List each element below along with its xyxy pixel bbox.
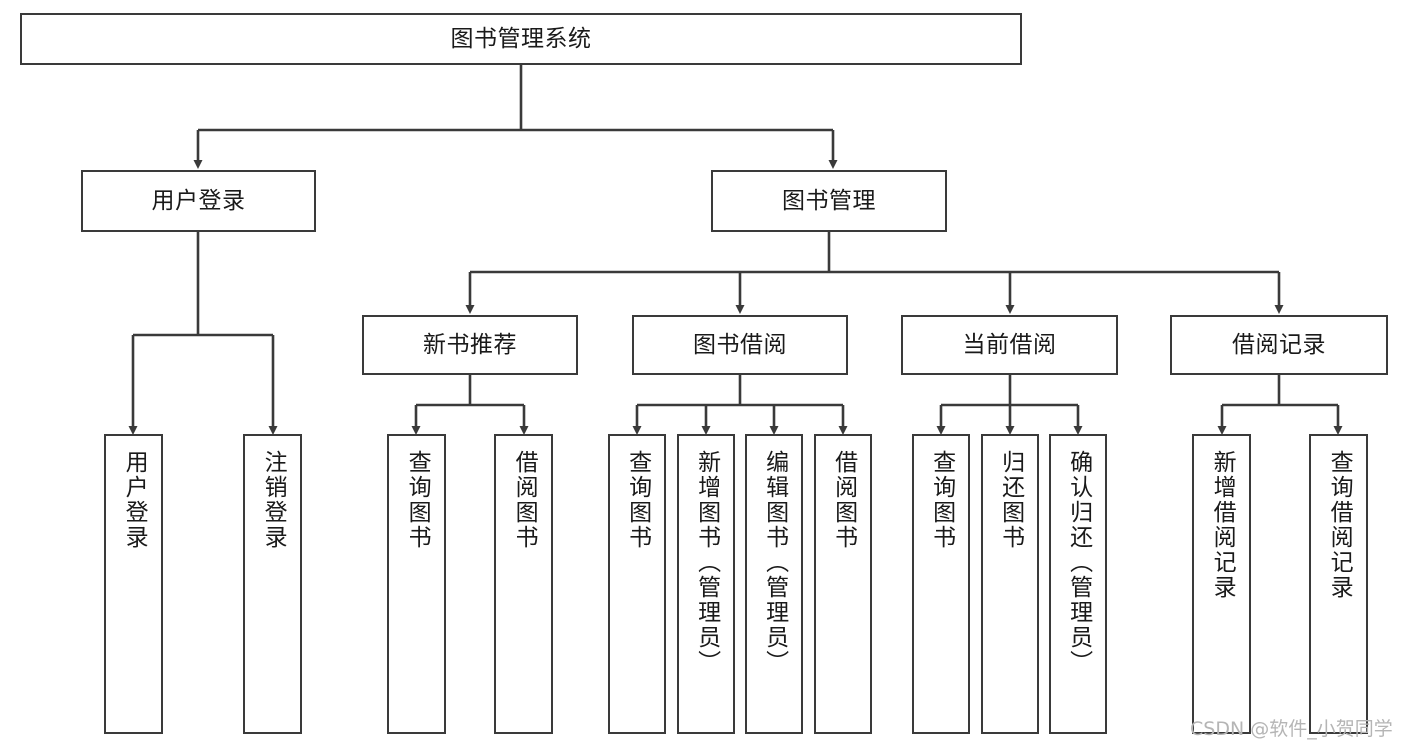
leaf-current-confirm-return-label: 确认归还（管理员） (1065, 450, 1092, 675)
node-borrow-record[interactable]: 借阅记录 (1170, 315, 1388, 375)
node-user-login[interactable]: 用户登录 (81, 170, 316, 232)
node-root[interactable]: 图书管理系统 (20, 13, 1022, 65)
leaf-borrow-borrow-book[interactable]: 借阅图书 (814, 434, 872, 734)
node-root-label: 图书管理系统 (450, 25, 592, 52)
leaf-borrow-add-book[interactable]: 新增图书（管理员） (677, 434, 735, 734)
leaf-borrow-add-book-label: 新增图书（管理员） (693, 450, 720, 675)
node-book-management-label: 图书管理 (782, 187, 876, 214)
leaf-record-query-label: 查询借阅记录 (1326, 450, 1353, 600)
node-current-borrow-label: 当前借阅 (962, 331, 1057, 358)
leaf-new-book-query[interactable]: 查询图书 (387, 434, 446, 734)
node-book-management[interactable]: 图书管理 (711, 170, 947, 232)
leaf-current-query-book-label: 查询图书 (928, 450, 955, 550)
leaf-record-query[interactable]: 查询借阅记录 (1309, 434, 1368, 734)
leaf-user-login-signout-label: 注销登录 (260, 450, 287, 550)
leaf-new-book-borrow-label: 借阅图书 (511, 450, 538, 550)
leaf-record-add[interactable]: 新增借阅记录 (1192, 434, 1251, 734)
leaf-current-query-book[interactable]: 查询图书 (912, 434, 970, 734)
node-new-book-recommend-label: 新书推荐 (423, 331, 517, 358)
node-book-borrow-label: 图书借阅 (693, 331, 787, 358)
leaf-new-book-borrow[interactable]: 借阅图书 (494, 434, 553, 734)
leaf-user-login-signin-label: 用户登录 (121, 450, 148, 550)
leaf-record-add-label: 新增借阅记录 (1209, 450, 1236, 600)
node-borrow-record-label: 借阅记录 (1232, 331, 1326, 358)
leaf-current-return-book-label: 归还图书 (997, 450, 1024, 550)
leaf-borrow-borrow-book-label: 借阅图书 (830, 450, 857, 550)
node-new-book-recommend[interactable]: 新书推荐 (362, 315, 578, 375)
leaf-borrow-edit-book[interactable]: 编辑图书（管理员） (745, 434, 803, 734)
leaf-current-confirm-return[interactable]: 确认归还（管理员） (1049, 434, 1107, 734)
node-book-borrow[interactable]: 图书借阅 (632, 315, 848, 375)
leaf-new-book-query-label: 查询图书 (404, 450, 431, 550)
leaf-user-login-signin[interactable]: 用户登录 (104, 434, 163, 734)
leaf-user-login-signout[interactable]: 注销登录 (243, 434, 302, 734)
node-current-borrow[interactable]: 当前借阅 (901, 315, 1118, 375)
leaf-borrow-edit-book-label: 编辑图书（管理员） (761, 450, 788, 675)
leaf-borrow-query-book-label: 查询图书 (624, 450, 651, 550)
leaf-borrow-query-book[interactable]: 查询图书 (608, 434, 666, 734)
node-user-login-label: 用户登录 (151, 187, 246, 214)
leaf-current-return-book[interactable]: 归还图书 (981, 434, 1039, 734)
